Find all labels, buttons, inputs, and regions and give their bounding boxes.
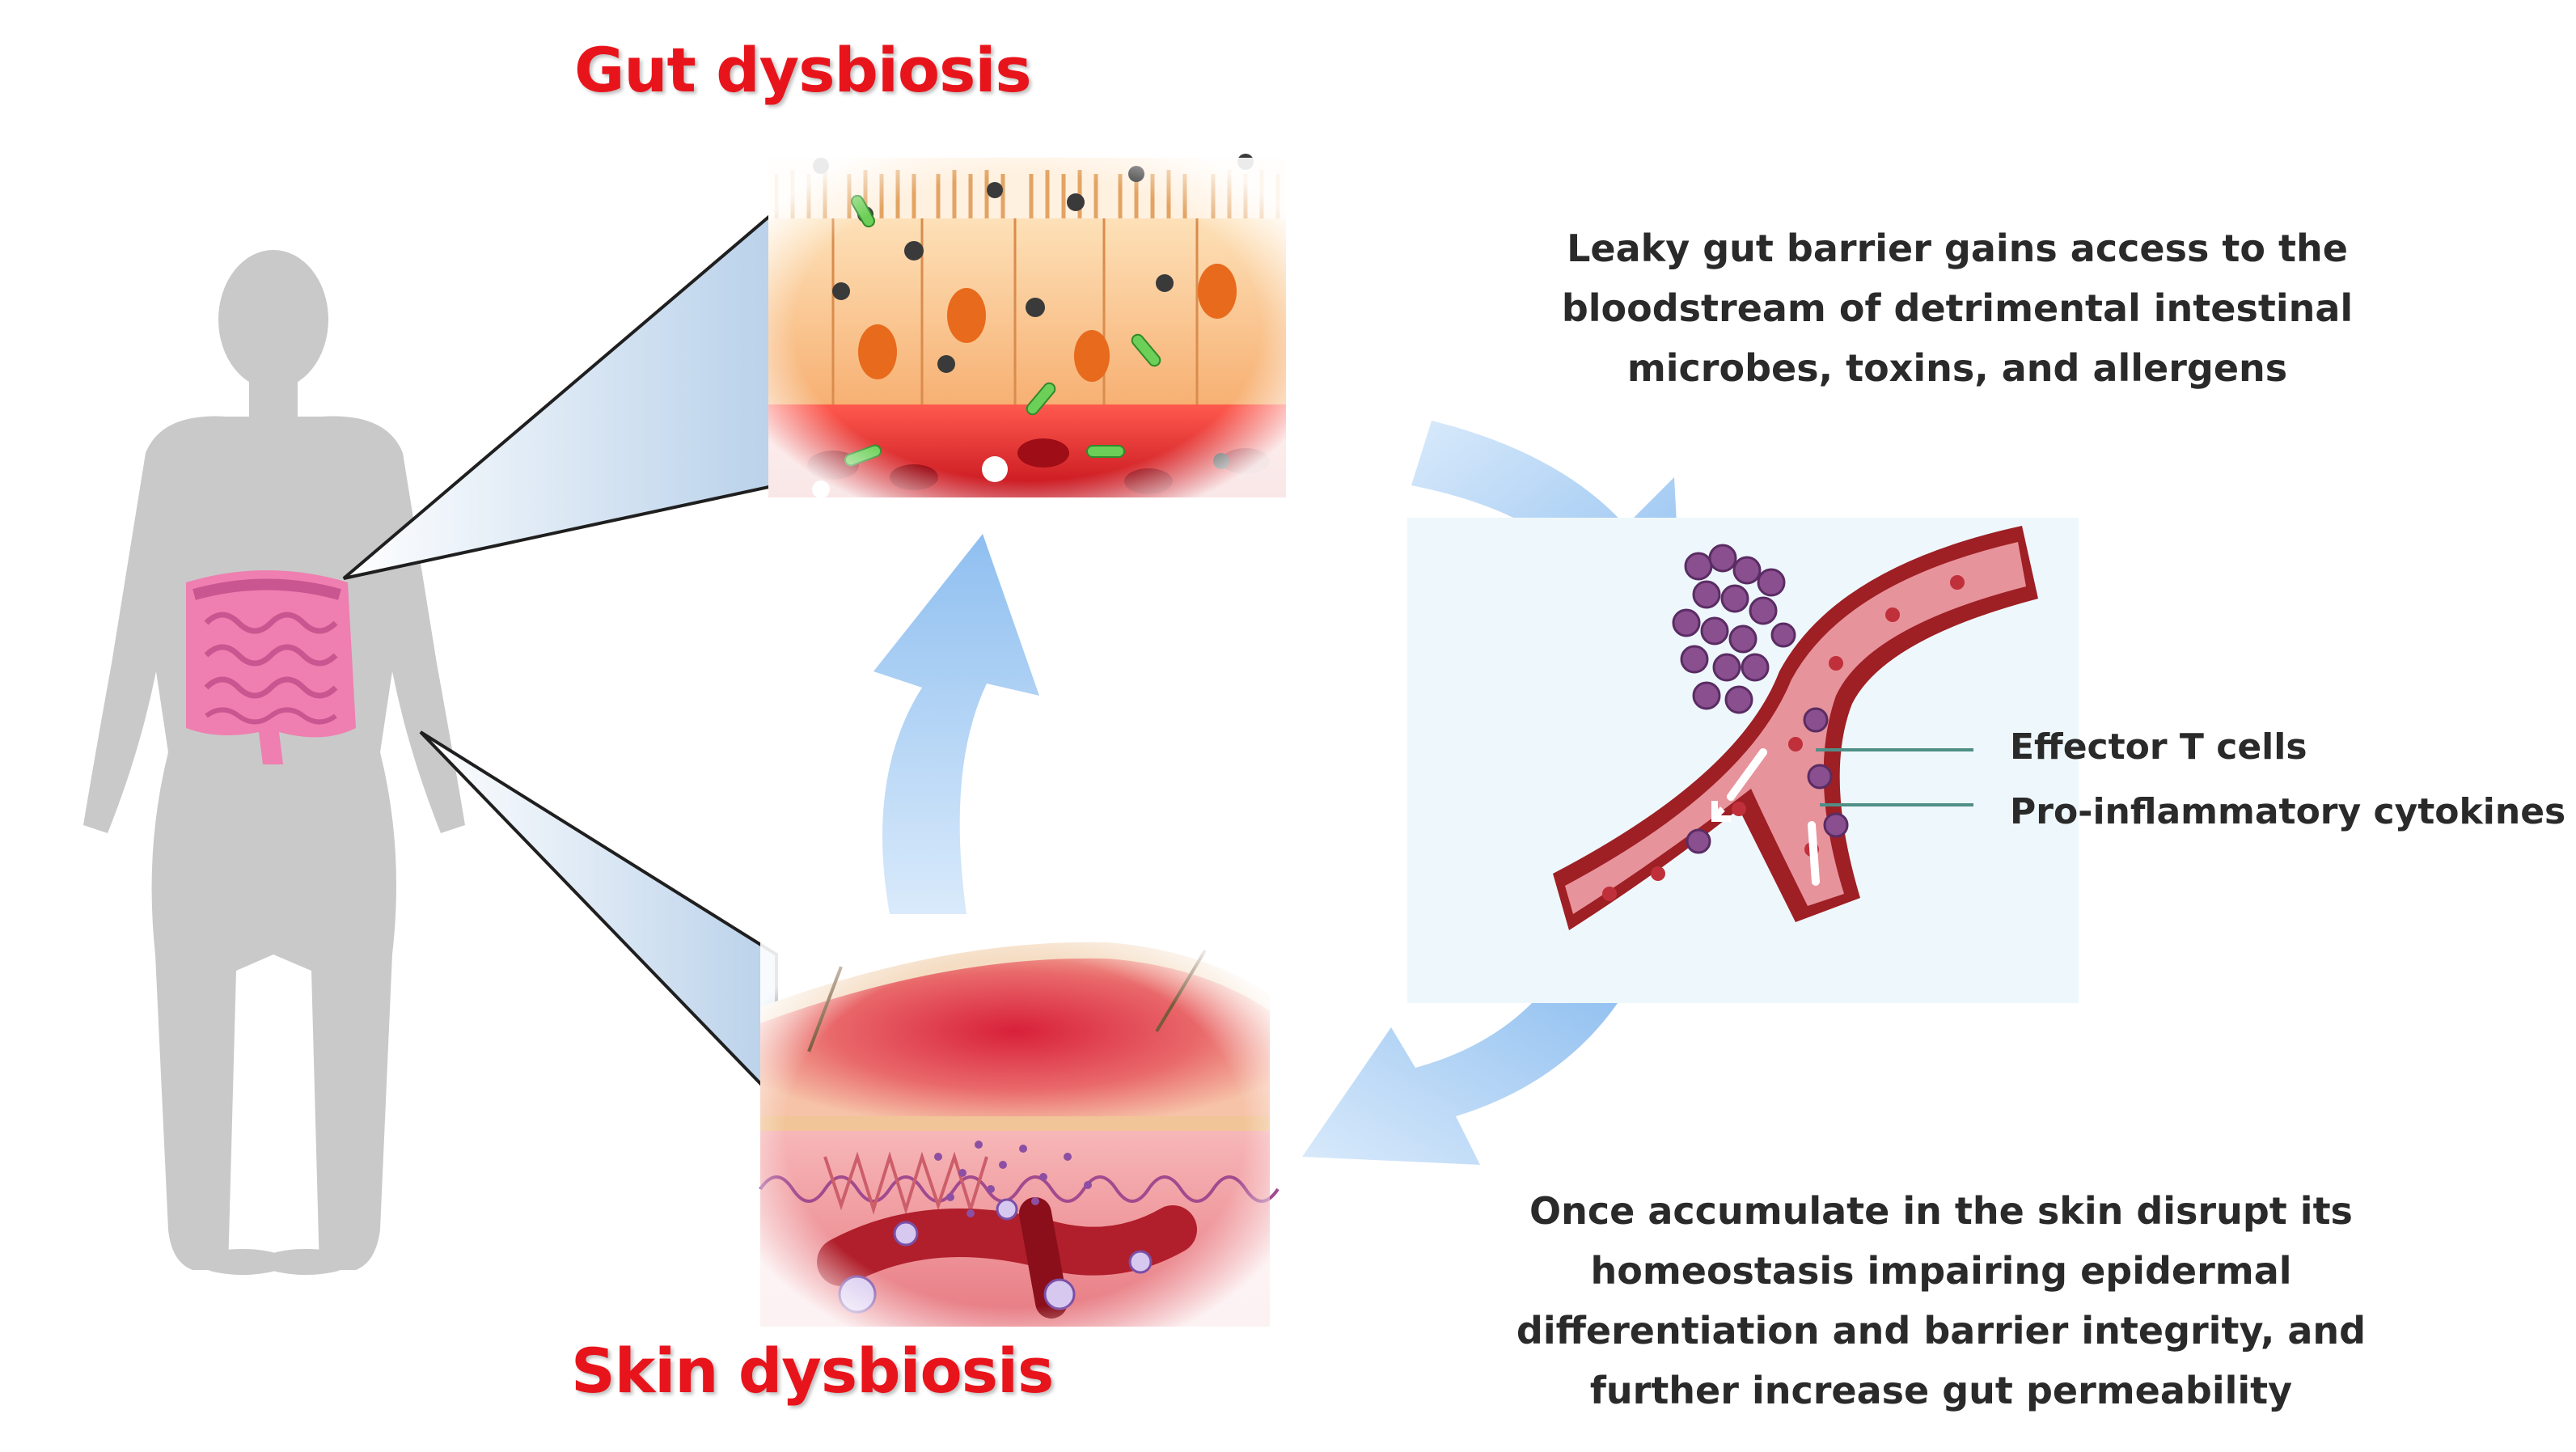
effector-t-cells-label: Effector T cells bbox=[2010, 726, 2307, 768]
skin-dysbiosis-title: Skin dysbiosis bbox=[571, 1335, 1054, 1407]
intestine-illustration bbox=[186, 570, 356, 764]
gut-dysbiosis-title: Gut dysbiosis bbox=[574, 34, 1032, 106]
skin-effect-caption-line-4: further increase gut permeability bbox=[1589, 1369, 2293, 1412]
skin-illustration bbox=[759, 938, 1280, 1327]
gut-epithelium-illustration bbox=[768, 154, 1286, 498]
skin-effect-caption-line-1: Once accumulate in the skin disrupt its bbox=[1529, 1189, 2353, 1233]
zoom-cone-gut bbox=[342, 206, 778, 580]
blood-vessel-illustration bbox=[1407, 518, 2079, 1003]
leaky-gut-caption-line-3: microbes, toxins, and allergens bbox=[1626, 346, 2288, 390]
leaky-gut-caption-line-2: bloodstream of detrimental intestinal bbox=[1561, 286, 2354, 330]
skin-effect-caption-line-2: homeostasis impairing epidermal bbox=[1590, 1249, 2292, 1293]
leaky-gut-caption-line-1: Leaky gut barrier gains access to the bbox=[1567, 226, 2348, 270]
human-body-silhouette bbox=[83, 250, 465, 1275]
skin-effect-caption-line-3: differentiation and barrier integrity, a… bbox=[1516, 1309, 2367, 1353]
arrow-blood-to-skin bbox=[1302, 979, 1618, 1165]
leaky-gut-caption: Leaky gut barrier gains access to the bl… bbox=[1521, 218, 2394, 398]
arrow-skin-to-gut bbox=[873, 534, 1039, 914]
skin-effect-caption: Once accumulate in the skin disrupt its … bbox=[1488, 1181, 2394, 1420]
cytokines-label: Pro-inflammatory cytokines bbox=[2010, 791, 2566, 832]
zoom-cone-skin bbox=[419, 730, 778, 1104]
